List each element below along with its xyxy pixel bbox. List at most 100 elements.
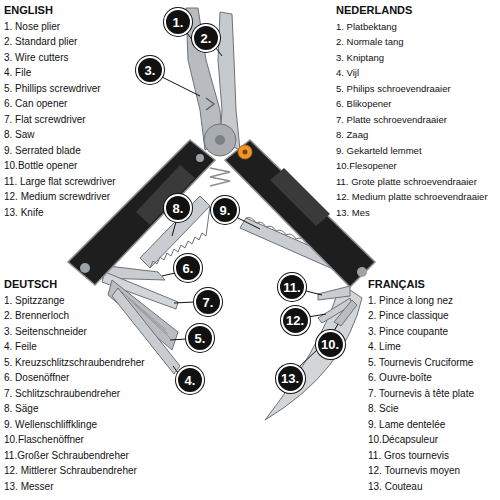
plier-pivot (204, 124, 236, 156)
part-name: 1. Spitzzange (4, 294, 65, 307)
orange-screw (238, 145, 252, 159)
rivet (357, 267, 367, 277)
part-name: 6. Ouvre-boîte (368, 371, 432, 384)
part-name: 13. Knife (4, 206, 43, 219)
callout-number: 7. (203, 296, 214, 309)
callout-circle: 5. (186, 324, 214, 352)
part-name: 8. Scie (368, 402, 399, 415)
part-name: 4. File (4, 66, 31, 79)
part-name: 3. Wire cutters (4, 51, 68, 64)
part-name: 12. Tournevis moyen (368, 464, 460, 477)
part-name: 1. Pince à long nez (368, 294, 453, 307)
part-name: 9. Lame dentelée (368, 418, 445, 431)
part-name: 2. Pince classique (368, 309, 449, 322)
part-name: 3. Pince coupante (368, 325, 448, 338)
rivet (80, 263, 90, 273)
part-name: 9. Wellenschliffklinge (4, 418, 97, 431)
part-name: 9. Serrated blade (4, 144, 81, 157)
wire-cutter-edge (206, 98, 214, 110)
callout-number: 1. (173, 16, 184, 29)
callout-number: 5. (195, 332, 206, 345)
leader-line (236, 217, 260, 229)
callout-circle: 13. (276, 364, 305, 393)
leader-line (162, 273, 175, 276)
part-name: 4. Vijl (336, 66, 359, 79)
part-name: 7. Platte schroevendraaier (336, 113, 447, 126)
pivot-rivet (215, 135, 225, 145)
part-name: 10.Flesopener (336, 159, 397, 172)
part-name: 2. Brennerloch (4, 309, 69, 322)
callout-number: 4. (185, 374, 196, 387)
large-flat-screwdriver (318, 286, 350, 300)
rivet (196, 154, 204, 162)
part-name: 3. Seitenschneider (4, 325, 87, 338)
handle-inlay (136, 165, 195, 225)
language-heading: DEUTSCH (4, 278, 57, 291)
language-heading: NEDERLANDS (336, 4, 412, 17)
callout-circle: 6. (174, 254, 202, 282)
callout-number: 9. (220, 204, 231, 217)
part-name: 10.Décapsuleur (368, 433, 438, 446)
part-name: 12. Medium platte schroevendraaier (336, 190, 488, 203)
part-name: 11. Large flat screwdriver (4, 175, 116, 188)
part-name: 5. Phillips screwdriver (4, 82, 101, 95)
part-name: 3. Kniptang (336, 51, 384, 64)
leader-line (299, 349, 318, 367)
callout-circle: 9. (211, 196, 239, 224)
part-name: 10.Flaschenöffner (4, 433, 84, 446)
part-name: 11. Gros tournevis (368, 449, 449, 462)
part-name: 6. Dosenöffner (4, 371, 69, 384)
leader-line (174, 302, 194, 303)
part-name: 5. Tournevis Cruciforme (368, 356, 473, 369)
callout-number: 6. (183, 262, 194, 275)
bottle-opener (334, 300, 357, 326)
part-name: 1. Nose plier (4, 20, 60, 33)
leader-line (172, 222, 176, 236)
leader-line (170, 339, 186, 340)
callout-number: 8. (173, 202, 184, 215)
screw-slot (243, 150, 248, 155)
part-name: 5. Kreuzschlitzschraubendreher (4, 356, 145, 369)
language-heading: FRANÇAIS (368, 278, 425, 291)
callout-number: 11. (283, 281, 300, 294)
part-name: 4. Lime (368, 340, 401, 353)
part-name: 2. Normale tang (336, 35, 404, 48)
callout-number: 3. (145, 64, 156, 77)
part-name: 11. Grote platte schroevendraaier (336, 175, 477, 188)
part-name: 11.Großer Schraubendreher (4, 449, 129, 462)
spring (210, 168, 230, 186)
callout-circle: 7. (194, 288, 222, 316)
part-name: 6. Can opener (4, 97, 67, 110)
leader-line (308, 314, 326, 317)
part-name: 13. Mes (336, 206, 370, 219)
part-name: 7. Schlitzschraubendreher (4, 387, 120, 400)
callout-circle: 3. (136, 56, 164, 84)
part-name: 9. Gekarteld lemmet (336, 144, 422, 157)
part-name: 7. Flat screwdriver (4, 113, 86, 126)
part-name: 12. Mittlerer Schraubendreher (4, 464, 137, 477)
callout-circle: 4. (176, 366, 204, 394)
callout-circle: 2. (192, 24, 220, 52)
knife-blade (265, 290, 362, 420)
part-name: 10.Bottle opener (4, 159, 77, 172)
callout-number: 2. (201, 32, 212, 45)
callout-circle: 12. (281, 306, 310, 335)
callout-circle: 8. (164, 194, 192, 222)
part-name: 13. Messer (4, 480, 53, 493)
language-heading: ENGLISH (4, 4, 53, 17)
part-name: 5. Philips schroevendraaier (336, 82, 451, 95)
part-name: 6. Blikopener (336, 97, 391, 110)
callout-circle: 11. (278, 273, 306, 301)
callout-circle: 1. (164, 8, 192, 36)
part-name: 8. Zaag (336, 128, 368, 141)
part-name: 12. Medium screwdriver (4, 190, 110, 203)
callout-number: 12. (286, 314, 304, 327)
leader-line (216, 48, 222, 56)
leader-lines (162, 33, 338, 373)
callout-circle: 10. (316, 330, 345, 359)
part-name: 2. Standard plier (4, 35, 77, 48)
callout-number: 13. (281, 372, 299, 385)
leader-line (162, 77, 200, 96)
left-handle (68, 140, 215, 285)
leader-line (306, 291, 322, 295)
